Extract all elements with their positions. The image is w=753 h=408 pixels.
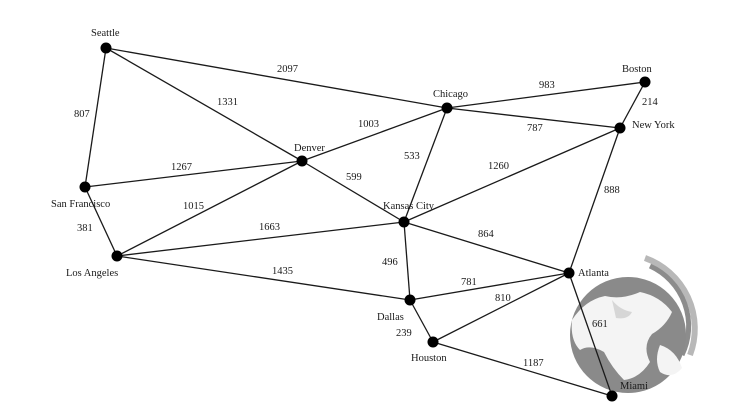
distance-label-kansas-city-atlanta: 864 xyxy=(478,229,495,240)
distance-label-dallas-atlanta: 781 xyxy=(461,277,477,288)
nodes-layer xyxy=(79,42,651,402)
edge-houston-miami xyxy=(432,341,613,397)
distance-label-houston-miami: 1187 xyxy=(523,358,544,369)
edge-chicago-boston xyxy=(446,81,646,109)
distance-label-san-francisco-los-angeles: 381 xyxy=(77,223,93,234)
distance-label-denver-kansas-city: 599 xyxy=(346,172,362,183)
node-new-york xyxy=(614,122,626,134)
distance-label-seattle-denver: 1331 xyxy=(217,97,238,108)
node-los-angeles xyxy=(111,250,123,262)
node-boston xyxy=(639,76,651,88)
node-atlanta xyxy=(563,267,575,279)
city-label-seattle: Seattle xyxy=(91,28,120,39)
node-dallas xyxy=(404,294,416,306)
edge-san-francisco-denver xyxy=(84,160,303,188)
distance-label-seattle-san-francisco: 807 xyxy=(74,109,90,120)
edge-seattle-san-francisco xyxy=(84,47,107,188)
edge-chicago-new-york xyxy=(446,107,621,129)
edge-los-angeles-dallas xyxy=(116,255,411,301)
distance-label-chicago-new-york: 787 xyxy=(527,123,543,134)
city-label-kansas-city: Kansas City xyxy=(383,201,435,212)
edge-seattle-denver xyxy=(105,47,303,162)
node-miami xyxy=(606,390,618,402)
edge-houston-atlanta xyxy=(432,272,570,343)
distance-label-atlanta-miami: 661 xyxy=(592,319,608,330)
edge-atlanta-miami xyxy=(568,272,613,397)
edge-los-angeles-kansas-city xyxy=(116,221,405,257)
distance-label-seattle-chicago: 2097 xyxy=(277,64,298,75)
edge-new-york-atlanta xyxy=(568,127,621,274)
distance-label-kansas-city-dallas: 496 xyxy=(382,257,398,268)
edge-denver-chicago xyxy=(301,107,448,162)
distance-label-dallas-houston: 239 xyxy=(396,328,412,339)
distance-label-san-francisco-denver: 1267 xyxy=(171,162,192,173)
edge-new-york-kansas-city xyxy=(403,127,621,223)
edge-boston-new-york xyxy=(619,81,646,129)
city-label-houston: Houston xyxy=(411,353,447,364)
edge-los-angeles-denver xyxy=(116,160,303,257)
distance-label-new-york-kansas-city: 1260 xyxy=(488,161,509,172)
distance-label-los-angeles-denver: 1015 xyxy=(183,201,204,212)
city-label-dallas: Dallas xyxy=(377,312,404,323)
edge-dallas-atlanta xyxy=(409,272,570,301)
edge-denver-kansas-city xyxy=(301,160,405,223)
distance-label-los-angeles-dallas: 1435 xyxy=(272,266,293,277)
distance-label-new-york-atlanta: 888 xyxy=(604,185,620,196)
distance-label-boston-new-york: 214 xyxy=(642,97,659,108)
city-label-boston: Boston xyxy=(622,64,653,75)
city-label-new-york: New York xyxy=(632,120,675,131)
node-chicago xyxy=(441,102,453,114)
distance-label-chicago-kansas-city: 533 xyxy=(404,151,420,162)
edge-seattle-chicago xyxy=(105,47,448,109)
node-kansas-city xyxy=(398,216,410,228)
edges-layer xyxy=(84,47,646,397)
node-denver xyxy=(296,155,308,167)
city-label-los-angeles: Los Angeles xyxy=(66,268,118,279)
edge-san-francisco-los-angeles xyxy=(84,186,118,257)
node-san-francisco xyxy=(79,181,91,193)
city-label-chicago: Chicago xyxy=(433,89,468,100)
city-label-denver: Denver xyxy=(294,143,325,154)
edge-kansas-city-dallas xyxy=(403,221,411,301)
edge-chicago-kansas-city xyxy=(403,107,448,223)
node-seattle xyxy=(100,42,112,54)
node-houston xyxy=(427,336,439,348)
distance-label-houston-atlanta: 810 xyxy=(495,293,511,304)
globe-icon xyxy=(570,255,698,393)
city-label-atlanta: Atlanta xyxy=(578,268,609,279)
distance-label-los-angeles-kansas-city: 1663 xyxy=(259,222,280,233)
distance-label-chicago-boston: 983 xyxy=(539,80,555,91)
city-label-san-francisco: San Francisco xyxy=(51,199,110,210)
edge-dallas-houston xyxy=(409,299,434,343)
city-label-miami: Miami xyxy=(620,381,648,392)
distance-label-denver-chicago: 1003 xyxy=(358,119,379,130)
edge-kansas-city-atlanta xyxy=(403,221,570,274)
